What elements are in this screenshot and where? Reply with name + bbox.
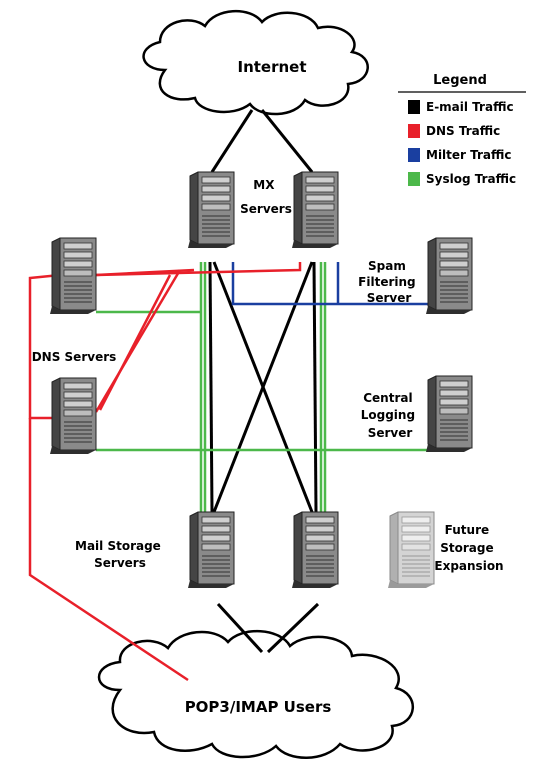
- mail-storage-server-1: [187, 511, 235, 589]
- dns-line-mx2: [95, 262, 302, 277]
- email-line-storage2-users: [266, 602, 320, 654]
- legend-swatch: [408, 172, 420, 186]
- email-line-internet-mx1: [210, 109, 254, 173]
- dns-traffic-lines: [28, 262, 302, 682]
- email-line-internet-mx2: [260, 109, 314, 173]
- legend-item: E-mail Traffic: [408, 100, 514, 114]
- mx-servers-label: MX Servers: [240, 178, 292, 216]
- central-logging-server: [425, 375, 473, 453]
- legend-label: DNS Traffic: [426, 124, 500, 138]
- future-storage-server: [387, 511, 435, 589]
- future-storage-label: Future Storage Expansion: [434, 523, 503, 573]
- users-cloud: POP3/IMAP Users: [97, 629, 415, 759]
- legend-title: Legend: [433, 73, 487, 88]
- spam-filtering-server: [425, 237, 473, 315]
- milter-traffic-lines: [231, 262, 430, 306]
- users-label: POP3/IMAP Users: [185, 698, 332, 716]
- legend-swatch: [408, 148, 420, 162]
- internet-cloud: Internet: [142, 9, 369, 116]
- legend-label: Syslog Traffic: [426, 172, 516, 186]
- milter-line-mx1: [231, 262, 430, 306]
- mx-server-2: [291, 171, 339, 249]
- email-line-storage1-users: [216, 602, 264, 654]
- cloud-icon: [97, 629, 415, 759]
- legend-swatch: [408, 100, 420, 114]
- cloud-icon: [142, 9, 369, 116]
- spam-server-label: Spam Filtering Server: [358, 259, 420, 305]
- mail-storage-server-2: [291, 511, 339, 589]
- legend-item: DNS Traffic: [408, 124, 500, 138]
- mail-storage-label: Mail Storage Servers: [75, 539, 165, 570]
- dns-line-dns1-loop: [28, 273, 61, 420]
- legend-label: Milter Traffic: [426, 148, 512, 162]
- legend-swatch: [408, 124, 420, 138]
- dns-server-2: [49, 377, 97, 455]
- legend-label: E-mail Traffic: [426, 100, 514, 114]
- internet-label: Internet: [237, 58, 306, 76]
- legend-item: Syslog Traffic: [408, 172, 516, 186]
- email-line-mx1-storage1: [208, 261, 214, 513]
- mx-server-1: [187, 171, 235, 249]
- legend-item: Milter Traffic: [408, 148, 512, 162]
- dns-servers-label: DNS Servers: [32, 350, 117, 364]
- dns-server-1: [49, 237, 97, 315]
- email-line-mx2-storage2: [312, 261, 318, 513]
- dns-line-dns-cross: [98, 274, 172, 411]
- logging-server-label: Central Logging Server: [361, 391, 420, 440]
- dns-line-users: [28, 418, 189, 682]
